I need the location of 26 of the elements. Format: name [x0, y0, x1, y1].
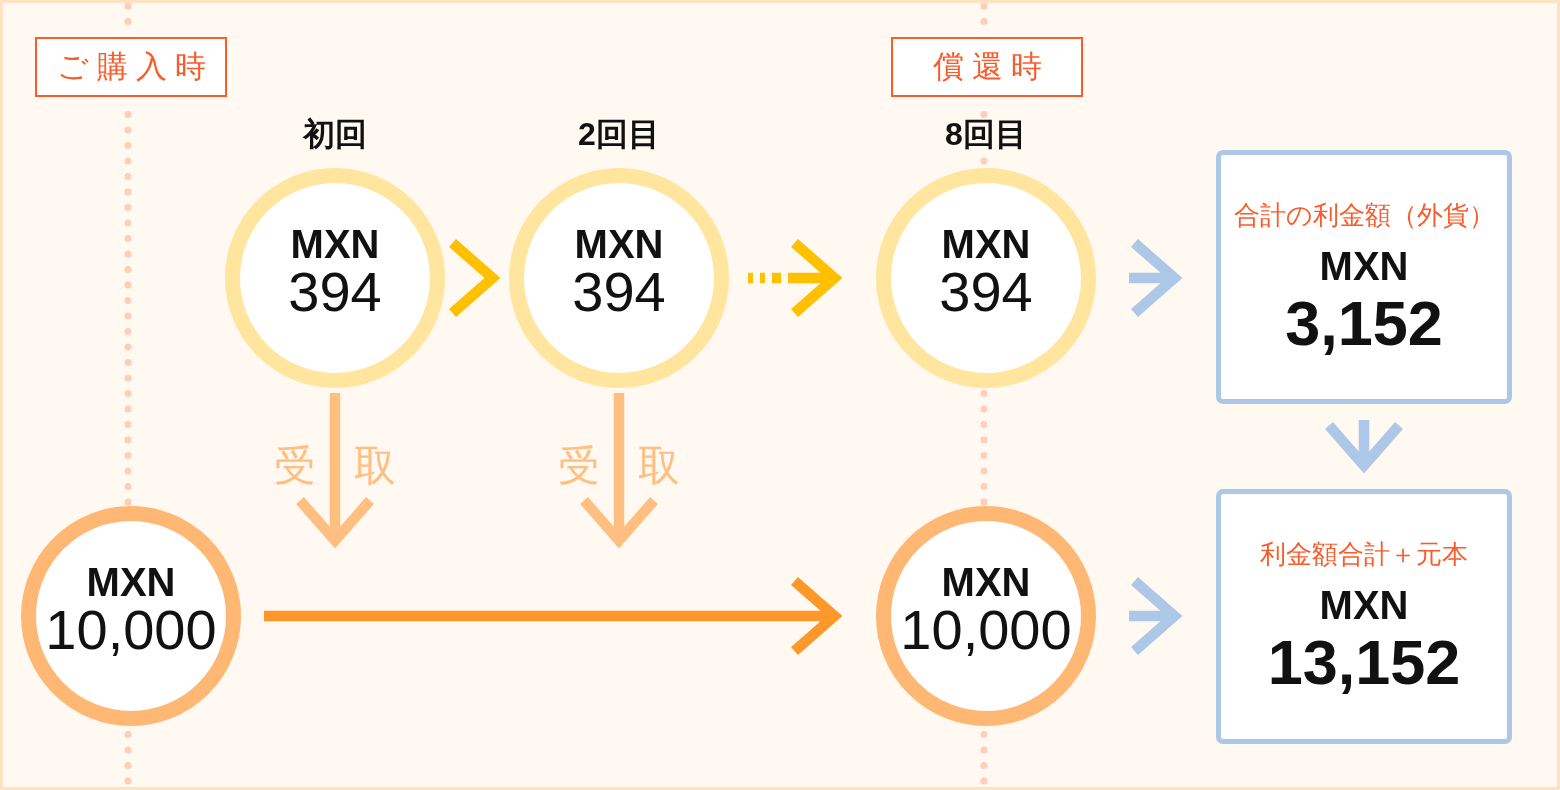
box-heading: 合計の利金額（外貨）	[1233, 202, 1495, 228]
amount-value: 394	[939, 264, 1033, 320]
total-box	[1216, 489, 1512, 744]
edge-label: 受取	[274, 445, 396, 487]
amount-value: 394	[288, 264, 382, 320]
timing-label: ご購入時	[55, 51, 214, 82]
currency-code: MXN	[1319, 585, 1409, 625]
amount-circle	[21, 506, 241, 726]
amount-value: 394	[572, 264, 666, 320]
currency-code: MXN	[941, 224, 1031, 264]
currency-code: MXN	[941, 562, 1031, 602]
total-box	[1216, 150, 1512, 404]
box-heading: 利金額合計＋元本	[1260, 541, 1468, 567]
currency-code: MXN	[1319, 246, 1409, 286]
timing-box	[35, 37, 227, 97]
currency-code: MXN	[290, 224, 380, 264]
currency-code: MXN	[574, 224, 664, 264]
amount-value: 13,152	[1267, 630, 1461, 694]
timing-label: 償還時	[931, 51, 1050, 82]
amount-value: 10,000	[45, 602, 217, 658]
amount-circle	[876, 506, 1096, 726]
amount-value: 3,152	[1285, 291, 1443, 355]
edge-label: 受取	[558, 445, 680, 487]
amount-value: 10,000	[900, 602, 1072, 658]
timing-box	[891, 37, 1083, 97]
currency-code: MXN	[86, 562, 176, 602]
